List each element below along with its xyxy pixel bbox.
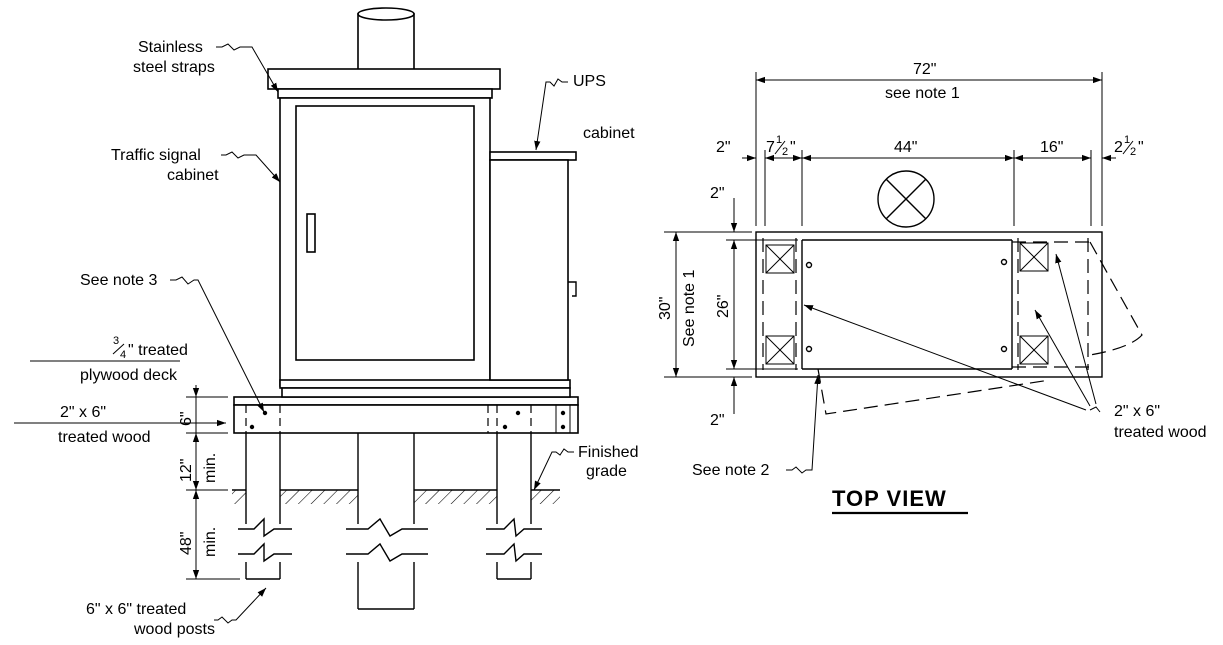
plywood-label-line1: " treated <box>128 342 188 359</box>
label-plywood-deck: 3 4 " treated plywood deck <box>30 335 188 384</box>
top-view-title: TOP VIEW <box>832 486 968 515</box>
label-see-note-2: See note 2 <box>692 374 821 479</box>
dim-top-offset: 2" <box>710 185 725 202</box>
front-wood-label-line1: 2" x 6" <box>60 404 106 421</box>
dim-center-width: 44" <box>894 139 917 156</box>
dim-overall-note: see note 1 <box>885 85 960 102</box>
stainless-label-line2: steel straps <box>133 59 215 76</box>
posts-label-line1: 6" x 6" treated <box>86 601 186 618</box>
top-wood-label-line2: treated wood <box>1114 424 1207 441</box>
pole-symbol <box>877 170 935 228</box>
label-stainless-steel-straps: Stainless steel straps <box>133 39 279 93</box>
stainless-label-line1: Stainless <box>138 39 203 56</box>
front-view: Stainless steel straps Traffic signal ca… <box>14 7 638 638</box>
dim-left-margin: 2" <box>716 139 731 156</box>
label-traffic-signal-cabinet: Traffic signal cabinet <box>111 147 281 184</box>
finished-label-line2: grade <box>586 463 627 480</box>
label-finished-grade: Finished grade <box>533 444 638 491</box>
dim-inner-depth: 26" <box>715 295 732 318</box>
note2-label: See note 2 <box>692 462 770 479</box>
svg-text:": " <box>1138 139 1144 156</box>
top-overall-dimension: 72" see note 1 <box>755 61 1103 226</box>
dim-depth-note: See note 1 <box>681 270 698 348</box>
break-lines <box>232 517 562 563</box>
traffic-signal-cabinet <box>267 7 571 398</box>
ups-label-line2: cabinet <box>583 125 635 142</box>
dim-left-post-frac-den: 2 <box>782 146 788 158</box>
top-vertical-dimensions: 2" 30" See note 1 26" 2" <box>657 185 798 429</box>
label-wood-posts: 6" x 6" treated wood posts <box>86 587 267 638</box>
deck-plan <box>755 231 1103 378</box>
finished-label-line1: Finished <box>578 444 638 461</box>
dim-right-margin-frac-num: 1 <box>1124 134 1130 146</box>
dim-left-post-whole: 7 <box>766 139 775 156</box>
label-ups-cabinet: UPS cabinet <box>534 73 635 151</box>
post-symbols <box>765 242 1049 365</box>
deck-frame <box>233 396 579 434</box>
traffic-label-line2: cabinet <box>167 167 219 184</box>
dim-overall-width: 72" <box>913 61 936 78</box>
dim-clearance: 12" <box>178 459 195 482</box>
dim-right-margin-whole: 2 <box>1114 139 1123 156</box>
top-view-title-text: TOP VIEW <box>832 486 947 511</box>
top-segment-dimensions: 2" 7 1 2 " 44" 16" 2 1 2 " <box>716 134 1144 226</box>
plywood-label-line2: plywood deck <box>80 367 178 384</box>
plywood-frac-den: 4 <box>120 349 126 361</box>
top-view: 72" see note 1 2" 7 1 2 " 44" 16" 2 1 <box>657 61 1207 515</box>
dim-depth: 30" <box>657 297 674 320</box>
dim-bottom-offset: 2" <box>710 412 725 429</box>
svg-text:": " <box>790 139 796 156</box>
dim-deck-thickness: 6" <box>178 411 195 426</box>
top-wood-label-line1: 2" x 6" <box>1114 403 1160 420</box>
dim-left-post-frac-num: 1 <box>776 134 782 146</box>
front-wood-label-line2: treated wood <box>58 429 151 446</box>
dim-bury-note: min. <box>202 527 219 557</box>
front-vertical-dimensions: 6" 12" min. 48" min. <box>178 385 240 580</box>
wood-posts <box>245 433 532 610</box>
plywood-frac-num: 3 <box>113 335 119 347</box>
traffic-label-line1: Traffic signal <box>111 147 201 164</box>
door-swings <box>817 241 1143 415</box>
label-see-note-3: See note 3 <box>80 272 265 413</box>
ups-cabinet <box>489 151 577 381</box>
posts-label-line2: wood posts <box>133 621 215 638</box>
dim-right-post: 16" <box>1040 139 1063 156</box>
label-front-treated-wood: 2" x 6" treated wood <box>14 404 226 446</box>
label-top-treated-wood: 2" x 6" treated wood <box>803 253 1207 441</box>
dim-right-margin-frac-den: 2 <box>1130 146 1136 158</box>
dim-clearance-note: min. <box>202 453 219 483</box>
note3-label: See note 3 <box>80 272 158 289</box>
dim-bury-depth: 48" <box>178 532 195 555</box>
ups-label-line1: UPS <box>573 73 606 90</box>
